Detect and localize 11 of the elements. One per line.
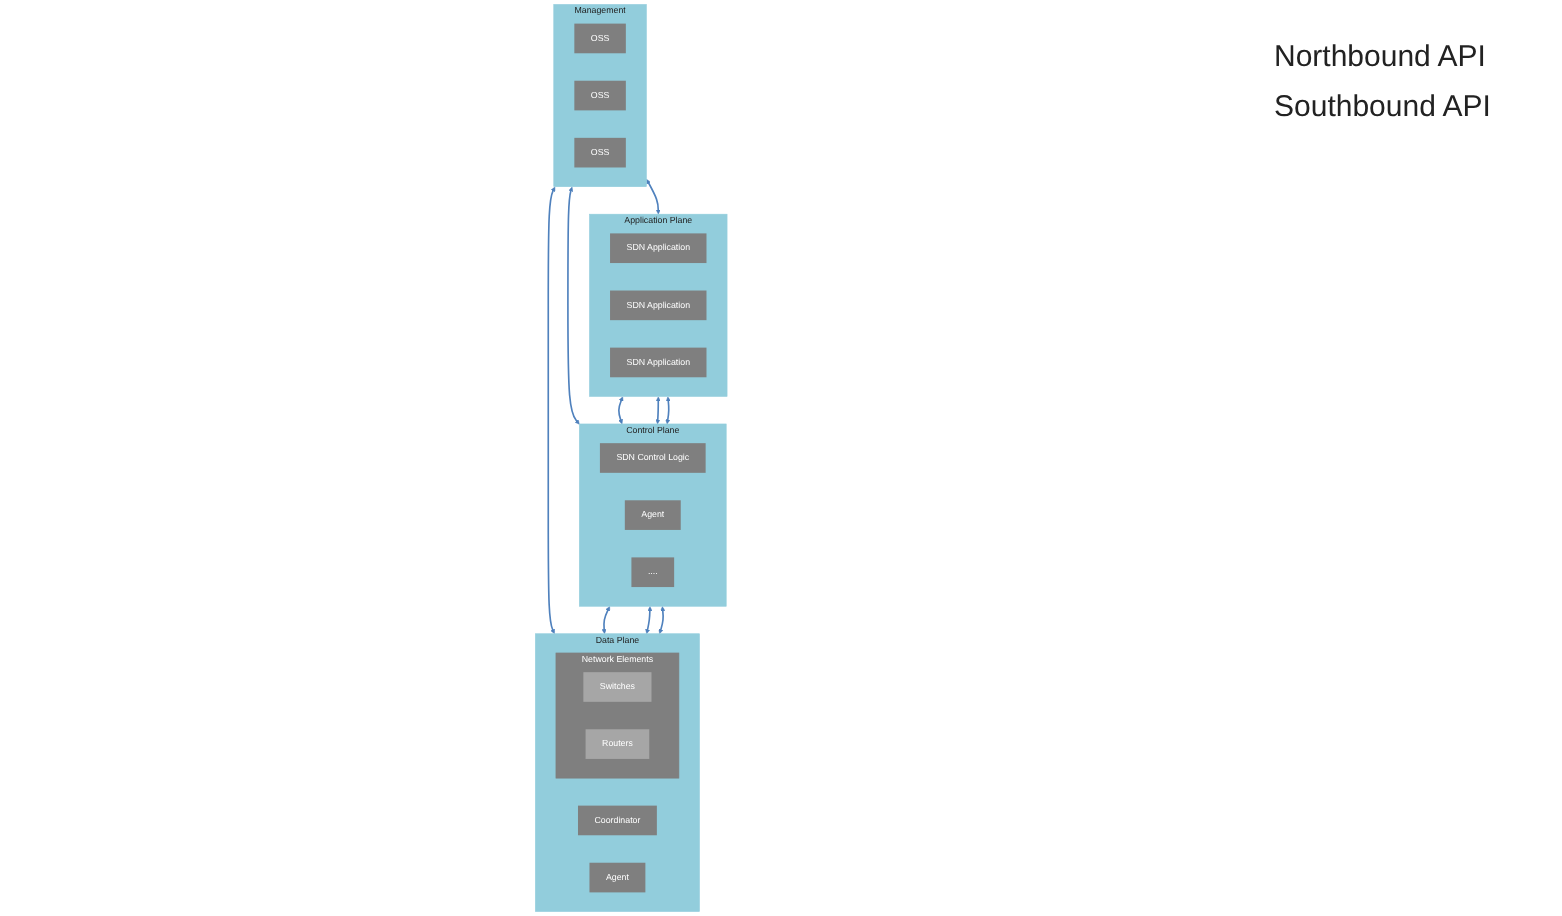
arrow: [646, 179, 661, 215]
api-label: Southbound API: [1274, 90, 1493, 124]
arrow: [665, 396, 671, 425]
arrow: [658, 606, 665, 634]
arrow: [601, 606, 610, 634]
arrow: [645, 606, 653, 634]
arrow: [547, 186, 555, 634]
arrow: [617, 396, 624, 425]
api-label: Northbound API: [1274, 40, 1488, 74]
arrow: [655, 396, 661, 425]
arrow: [566, 186, 580, 425]
